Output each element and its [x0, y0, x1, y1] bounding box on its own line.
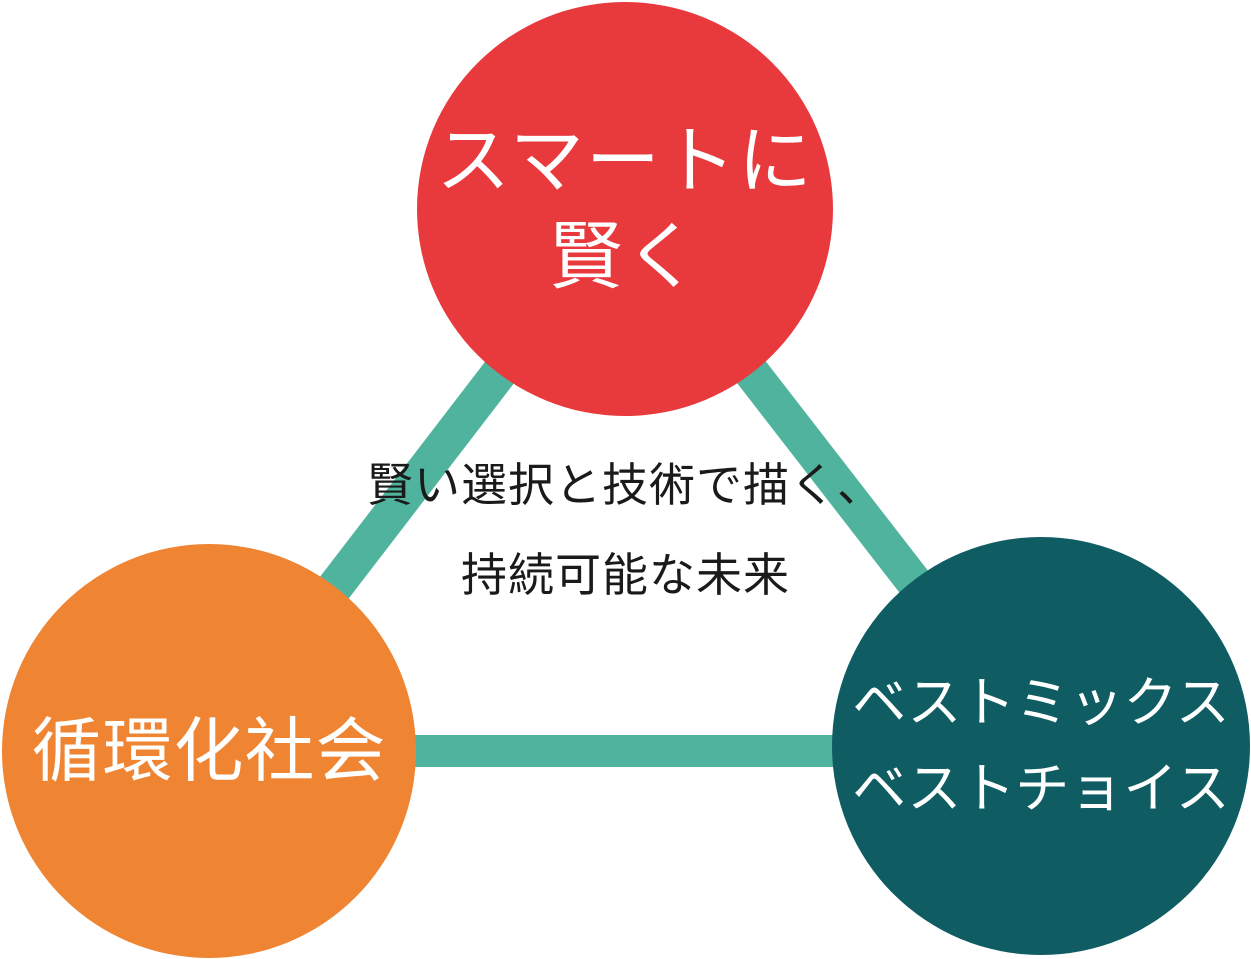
- center-caption-line-1: 賢い選択と技術で描く、: [367, 458, 884, 512]
- circle-recycling-society-label: 循環化社会: [31, 710, 387, 792]
- circle-smart-wise-line-1: スマートに: [436, 118, 814, 204]
- circle-smart-wise: スマートに 賢く: [417, 2, 833, 416]
- circle-smart-wise-line-2: 賢く: [549, 214, 701, 300]
- circle-best-mix-line-1: ベストミックス: [852, 671, 1230, 734]
- circle-best-mix-line-2: ベストチョイス: [852, 757, 1230, 820]
- circle-best-mix: ベストミックス ベストチョイス: [832, 537, 1250, 955]
- center-caption: 賢い選択と技術で描く、 持続可能な未来: [300, 440, 951, 620]
- center-caption-line-2: 持続可能な未来: [461, 548, 790, 602]
- circle-recycling-society: 循環化社会: [2, 544, 416, 958]
